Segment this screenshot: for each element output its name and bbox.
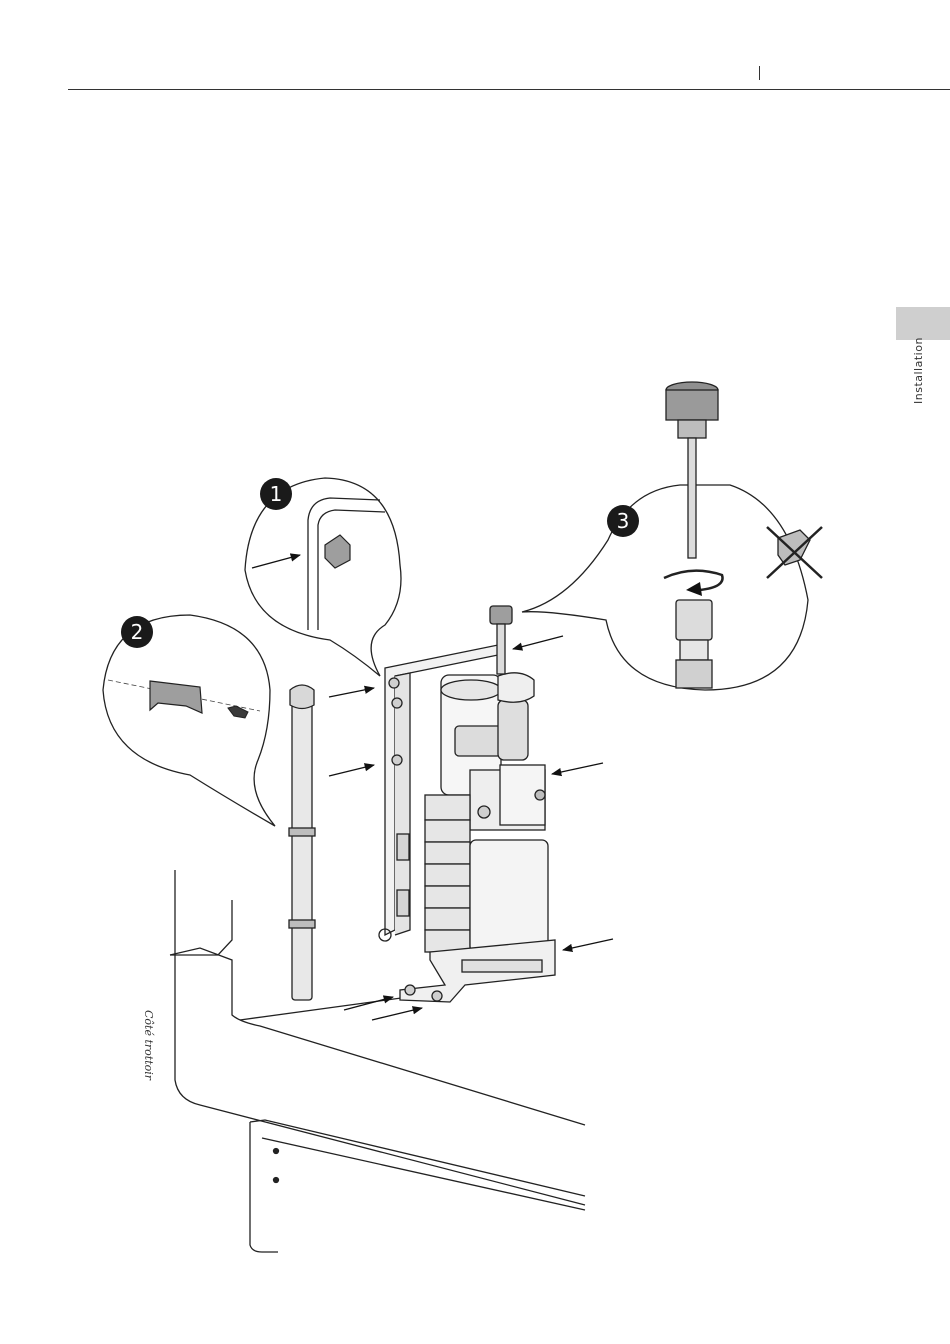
dipstick-tube <box>289 685 315 1000</box>
hydraulic-power-unit <box>379 606 555 1002</box>
relay-stack <box>425 795 470 952</box>
callout-detail-1: 1 <box>245 478 401 676</box>
step-number-2: 2 <box>131 620 144 644</box>
curb-side-caption: Côté trottoir <box>142 1010 155 1081</box>
step-number-1: 1 <box>270 482 283 506</box>
callout-detail-2: 2 <box>103 615 275 826</box>
step-number-3: 3 <box>617 509 630 533</box>
callout-detail-3: 3 <box>522 382 822 690</box>
